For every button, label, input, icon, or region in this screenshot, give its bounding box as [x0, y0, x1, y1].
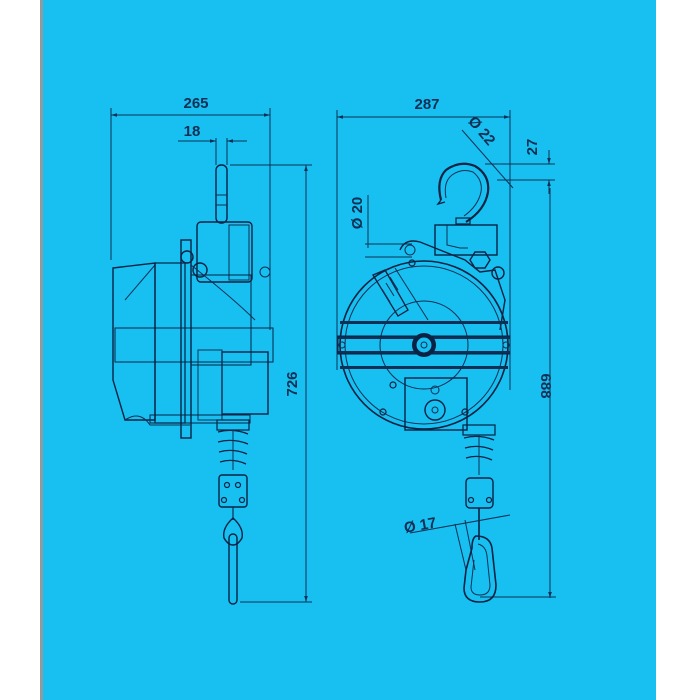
dimension-suspension-diameter: Ø 20 [349, 195, 412, 258]
dim-width-side: 265 [183, 95, 208, 112]
side-view: 265 18 726 [110, 95, 312, 605]
dimension-18: 18 [178, 123, 247, 165]
dim-height-front: 688 [537, 373, 554, 398]
dim-hook-diameter: Ø 22 [464, 113, 498, 149]
dimension-726: 726 [230, 164, 312, 603]
dim-height-side: 726 [284, 371, 301, 396]
dim-width-front: 287 [414, 96, 439, 113]
dim-hanger-width: 18 [184, 123, 201, 140]
front-view: 287 Ø 22 27 Ø 20 688 [336, 96, 556, 603]
dim-carabiner-diameter: Ø 17 [403, 514, 438, 536]
dim-suspension-diameter: Ø 20 [349, 197, 366, 230]
dimension-hook-diameter: Ø 22 [461, 113, 514, 189]
dim-hook-offset: 27 [524, 139, 541, 156]
dimension-265: 265 [110, 95, 271, 330]
dimension-688: 688 [480, 188, 556, 598]
panel-left-edge [40, 0, 43, 700]
dimension-27: 27 [485, 139, 555, 194]
